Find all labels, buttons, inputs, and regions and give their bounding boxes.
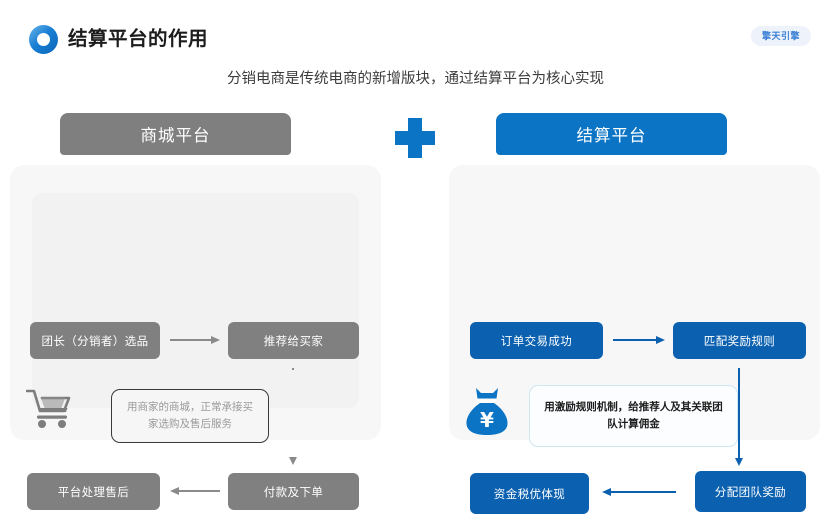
panel-title-settlement-platform: 结算平台 — [496, 113, 727, 155]
svg-text:¥: ¥ — [480, 408, 494, 432]
arrow-team-reward-to-fund — [602, 488, 676, 497]
note-settlement-platform: 用激励规则机制，给推荐人及其关联团队计算佣金 — [529, 385, 738, 447]
plus-icon — [395, 118, 435, 158]
arrow-recommend-to-payment — [289, 368, 298, 465]
panel-inner-mall — [32, 193, 359, 408]
brand-badge: 擎天引擎 — [750, 26, 811, 46]
money-bag-icon: ¥ — [464, 385, 510, 442]
flow-box-recommend-buyer[interactable]: 推荐给买家 — [228, 322, 359, 359]
flow-box-match-rules[interactable]: 匹配奖励规则 — [673, 322, 806, 359]
panel-inner-settlement — [471, 193, 798, 408]
flow-box-after-sales[interactable]: 平台处理售后 — [27, 473, 160, 510]
page-header: 结算平台的作用 擎天引擎 — [0, 0, 831, 62]
panel-title-mall-platform: 商城平台 — [60, 113, 291, 155]
arrow-select-to-recommend — [170, 336, 220, 345]
flow-box-order-success[interactable]: 订单交易成功 — [470, 322, 603, 359]
arrow-order-to-rules — [613, 336, 665, 345]
page-subtitle: 分销电商是传统电商的新增版块，通过结算平台为核心实现 — [227, 71, 604, 87]
flow-box-team-reward[interactable]: 分配团队奖励 — [695, 471, 806, 512]
flow-box-payment-order[interactable]: 付款及下单 — [228, 473, 359, 510]
panel-mall-platform — [10, 165, 381, 440]
note-mall-platform: 用商家的商城，正常承接买家选购及售后服务 — [111, 389, 269, 443]
ring-logo-icon — [29, 25, 58, 54]
diagram-stage: 商城平台 团长（分销者）选品 推荐给买家 用商家的商城，正常承接买家选购及售后服… — [0, 100, 831, 514]
arrow-payment-to-aftersales — [170, 487, 220, 496]
flow-box-select-products[interactable]: 团长（分销者）选品 — [30, 322, 160, 359]
shopping-cart-icon — [25, 387, 74, 436]
flow-box-fund-tax-benefit[interactable]: 资金税优体现 — [470, 473, 589, 514]
page-title: 结算平台的作用 — [68, 28, 209, 50]
